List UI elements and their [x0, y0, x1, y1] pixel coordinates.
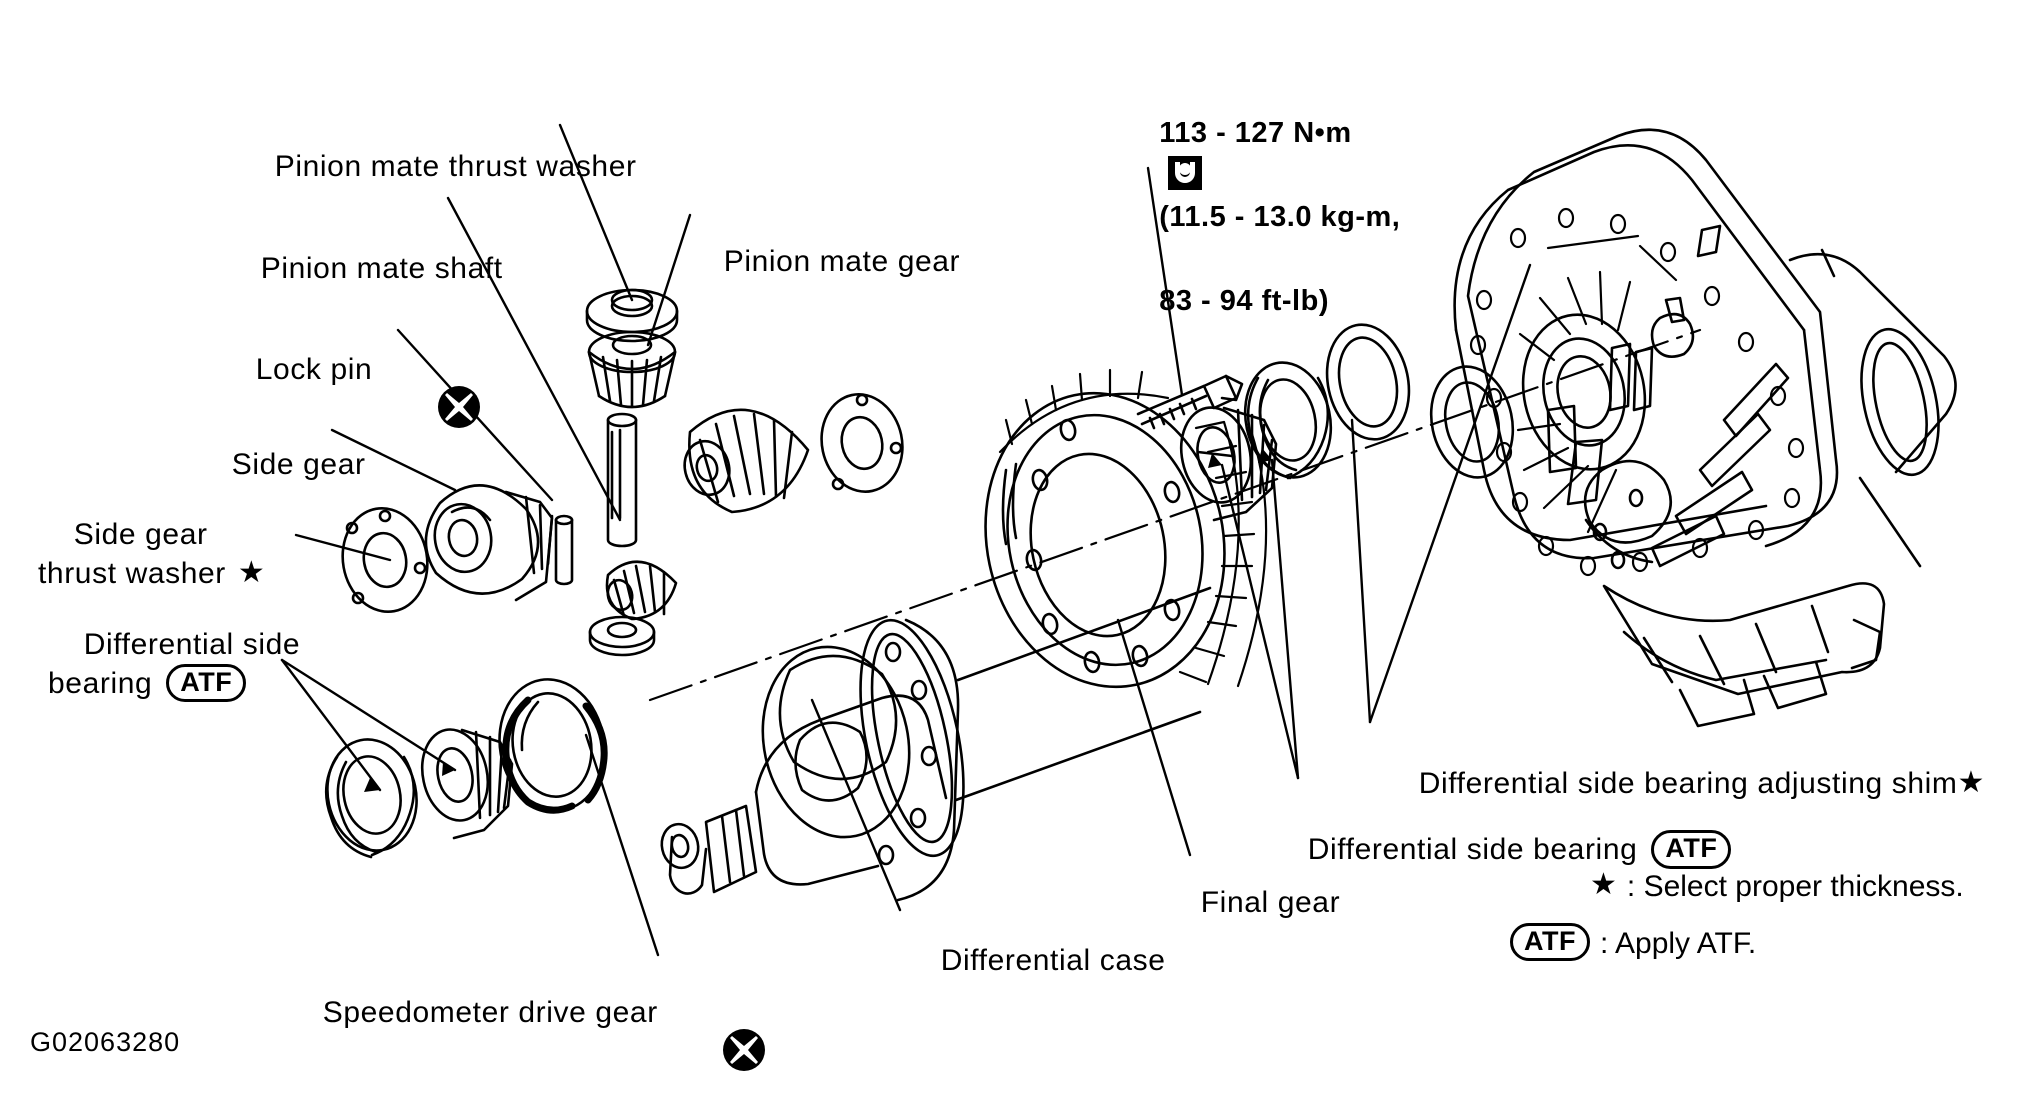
select-thickness-star-icon: ★	[1957, 766, 1985, 800]
pinion-mate-gear-part-upper	[587, 330, 677, 409]
legend-row-star: ★ : Select proper thickness.	[1590, 870, 1964, 904]
callout-differential-side-bearing-left: Differential side bearing ATF	[48, 588, 300, 742]
lock-pin-part	[554, 514, 574, 586]
callout-label-text: Differential side bearing	[1307, 833, 1638, 867]
leader-arrowheads	[364, 448, 1272, 792]
callout-differential-case: Differential case	[905, 904, 1166, 1019]
side-gear-thrust-washer-part	[341, 506, 429, 614]
select-thickness-star-icon: ★	[1590, 868, 1617, 901]
speedometer-drive-gear-part	[498, 678, 608, 814]
torque-spec-block: 113 - 127 N•m (11.5 - 13.0 kg-m, 83 - 94…	[1082, 70, 1400, 364]
callout-lock-pin: Lock pin	[220, 312, 480, 431]
differential-case-part	[660, 586, 1212, 902]
callout-final-gear: Final gear	[1165, 846, 1340, 961]
pinion-mate-shaft-part	[606, 412, 638, 548]
callout-speedometer-drive-gear: Speedometer drive gear	[287, 955, 766, 1074]
pinion-mate-thrust-washer-part-flat	[820, 393, 904, 493]
atf-badge: ATF	[166, 663, 247, 703]
callout-label-text: Differential side bearing adjusting shim	[1418, 767, 1958, 801]
callout-label-line2: thrust washer	[38, 556, 226, 590]
final-gear-part	[984, 368, 1268, 689]
callout-pinion-mate-gear: Pinion mate gear	[688, 205, 960, 320]
torque-value-line2: (11.5 - 13.0 kg-m,	[1159, 201, 1401, 234]
legend-row-atf: ATF : Apply ATF.	[1510, 923, 1757, 963]
callout-pinion-mate-shaft: Pinion mate shaft	[225, 212, 503, 327]
side-gear-part	[424, 484, 554, 602]
callout-label-text: Side gear	[231, 448, 366, 482]
callout-label-text: Pinion mate shaft	[260, 252, 503, 286]
final-gear-bolt-part	[1136, 374, 1244, 430]
select-thickness-star-icon: ★	[237, 555, 266, 589]
pinion-mate-gear-part-bevel	[683, 408, 810, 514]
callout-label-text: Pinion mate thrust washer	[274, 150, 637, 184]
callout-pinion-mate-thrust-washer: Pinion mate thrust washer	[239, 110, 637, 225]
center-axis	[648, 328, 1702, 702]
torque-wrench-icon	[1116, 114, 1202, 191]
differential-side-bearing-cone-left	[420, 728, 514, 840]
leader-lines	[280, 123, 1532, 957]
callout-label-text: Speedometer drive gear	[322, 996, 658, 1030]
atf-badge: ATF	[1510, 923, 1590, 962]
legend-star-text: : Select proper thickness.	[1626, 870, 1964, 903]
replace-part-x-icon	[384, 347, 480, 428]
callout-differential-side-bearing-right: Differential side bearing ATF	[1272, 793, 1732, 909]
atf-badge: ATF	[1651, 830, 1732, 869]
torque-value-line1: 113 - 127 N•m	[1159, 117, 1352, 150]
transmission-housing-part	[1429, 128, 1957, 728]
pinion-mate-thrust-washer-part-lower	[588, 615, 656, 657]
callout-label-text: Pinion mate gear	[723, 245, 961, 279]
callout-label-line1: Side gear	[73, 518, 208, 552]
callout-side-gear: Side gear	[196, 408, 366, 523]
differential-side-bearing-outer-race-left	[324, 738, 418, 859]
differential-side-bearing-race-right	[1243, 361, 1333, 480]
callout-side-gear-thrust-washer: Side gear thrust washer ★	[38, 478, 265, 632]
differential-side-bearing-adjusting-shim-part	[1325, 323, 1411, 441]
callout-label-text: Final gear	[1200, 886, 1341, 920]
torque-value-line3: 83 - 94 ft-lb)	[1159, 285, 1329, 318]
callout-differential-side-bearing-adjusting-shim: Differential side bearing adjusting shim…	[1383, 727, 1985, 842]
callout-label-text: Lock pin	[255, 353, 373, 387]
pinion-mate-gear-part-lower	[605, 560, 678, 621]
legend-atf-text: : Apply ATF.	[1599, 927, 1757, 961]
replace-part-x-icon	[670, 990, 766, 1071]
callout-label-text: Differential case	[940, 944, 1166, 978]
figure-id: G02063280	[30, 1027, 181, 1057]
differential-side-bearing-cone-right	[1179, 406, 1278, 522]
callout-label-line2: bearing	[48, 666, 153, 700]
callout-label-line1: Differential side	[83, 628, 301, 662]
